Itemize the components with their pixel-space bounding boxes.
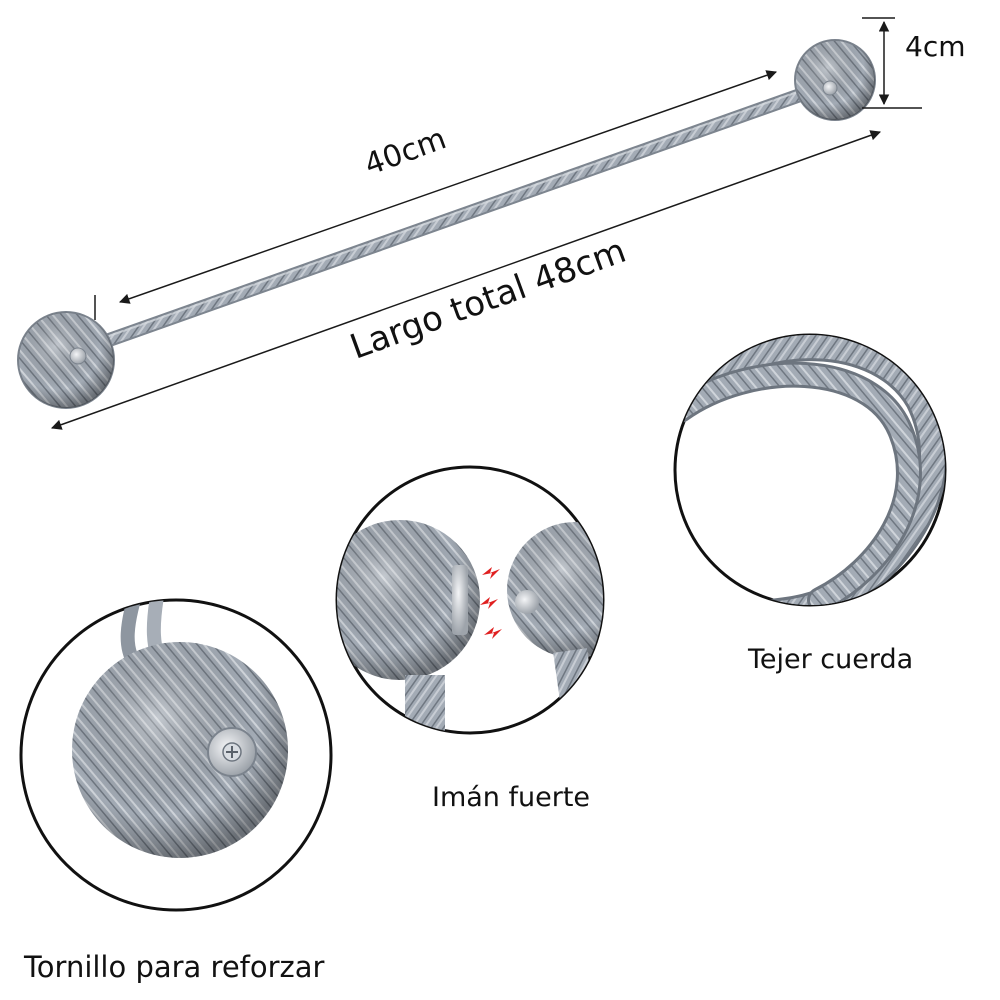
diameter-4cm-label: 4cm (905, 30, 966, 63)
rope-detail-circle (673, 333, 947, 607)
right-rope-ball (794, 39, 876, 121)
reinforce-screw-caption: Tornillo para reforzar (24, 950, 325, 984)
left-rope-ball (17, 311, 115, 409)
strong-magnet-caption: Imán fuerte (432, 782, 591, 813)
dimension-48cm (51, 130, 881, 430)
dimension-40cm (94, 70, 777, 320)
magnet-force-icon (480, 567, 502, 639)
dimension-4cm (862, 17, 922, 109)
magnet-detail-circle (335, 465, 605, 735)
rope-weave-caption: Tejer cuerda (748, 644, 914, 675)
screw-detail-circle (19, 598, 333, 912)
